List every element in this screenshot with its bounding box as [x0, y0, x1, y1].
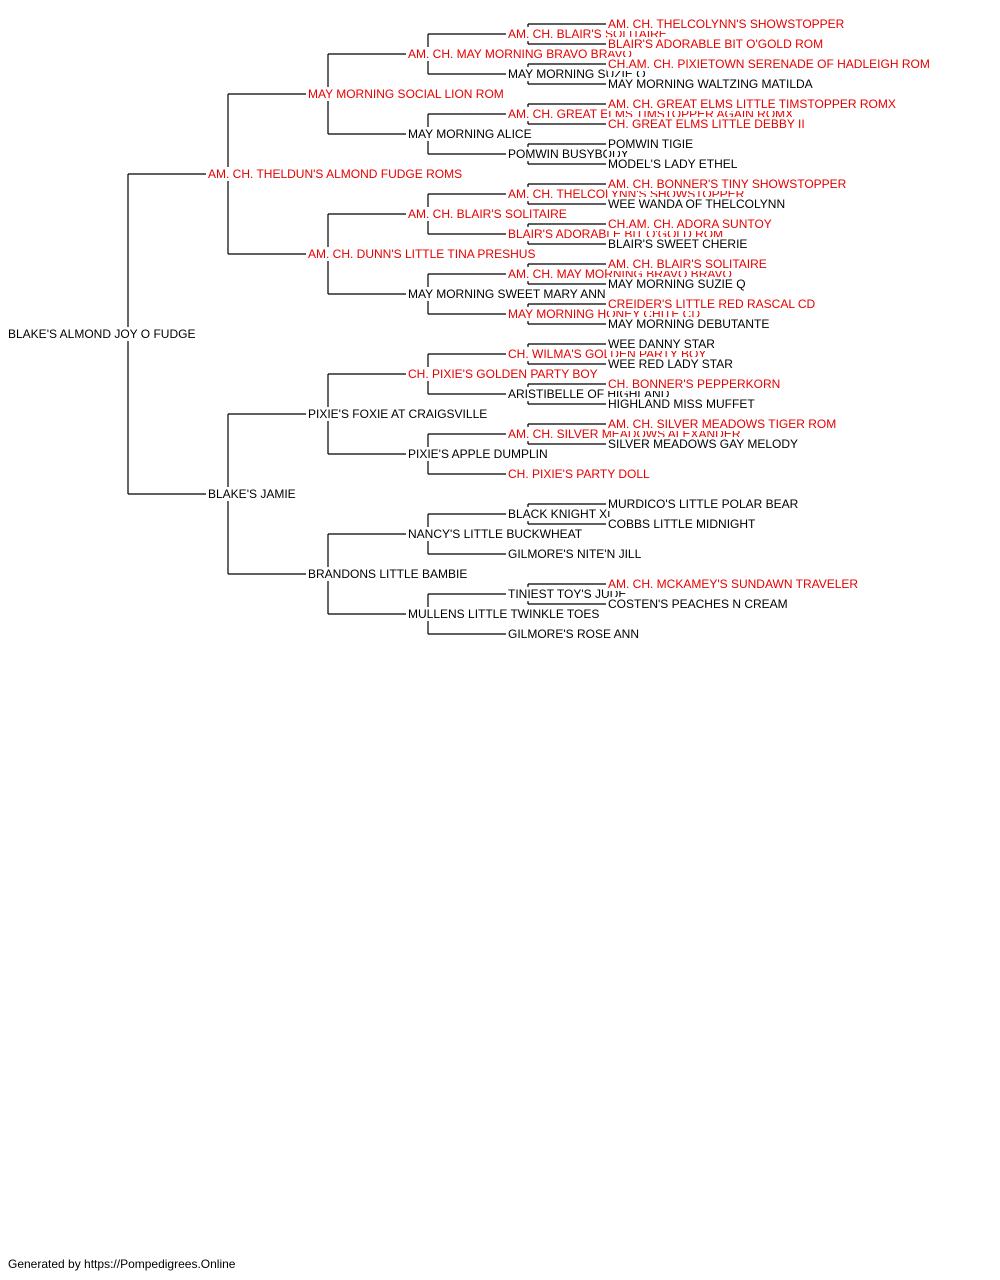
dog-name-gen5: WEE WANDA OF THELCOLYNN [607, 197, 787, 211]
dog-name-gen5: SILVER MEADOWS GAY MELODY [607, 437, 800, 451]
dog-name-gen5: CH.AM. CH. ADORA SUNTOY [607, 217, 773, 231]
dog-name-gen1: BLAKE'S JAMIE [207, 487, 297, 501]
dog-name-gen2: AM. CH. DUNN'S LITTLE TINA PRESHUS [307, 247, 537, 261]
dog-name-gen5: BLAIR'S ADORABLE BIT O'GOLD ROM [607, 37, 825, 51]
dog-name-gen5: WEE RED LADY STAR [607, 357, 734, 371]
dog-name-gen4: BLACK KNIGHT XI [507, 507, 612, 521]
dog-name-gen5: MODEL'S LADY ETHEL [607, 157, 739, 171]
dog-name-gen5: COSTEN'S PEACHES N CREAM [607, 597, 789, 611]
dog-name-gen1: AM. CH. THELDUN'S ALMOND FUDGE ROMS [207, 167, 464, 181]
dog-name-gen5: AM. CH. MCKAMEY'S SUNDAWN TRAVELER [607, 577, 860, 591]
dog-name-gen5: WEE DANNY STAR [607, 337, 716, 351]
dog-name-gen5: AM. CH. SILVER MEADOWS TIGER ROM [607, 417, 838, 431]
dog-name-gen3: PIXIE'S APPLE DUMPLIN [407, 447, 549, 461]
dog-name-gen4: CH. PIXIE'S PARTY DOLL [507, 467, 651, 481]
dog-name-gen2: BRANDONS LITTLE BAMBIE [307, 567, 469, 581]
dog-name-gen5: AM. CH. BLAIR'S SOLITAIRE [607, 257, 768, 271]
dog-name-gen5: CH. GREAT ELMS LITTLE DEBBY II [607, 117, 806, 131]
dog-name-gen3: NANCY'S LITTLE BUCKWHEAT [407, 527, 584, 541]
dog-name-gen5: MURDICO'S LITTLE POLAR BEAR [607, 497, 800, 511]
dog-name-gen2: MAY MORNING SOCIAL LION ROM [307, 87, 505, 101]
dog-name-gen5: AM. CH. BONNER'S TINY SHOWSTOPPER [607, 177, 848, 191]
dog-name-gen5: MAY MORNING WALTZING MATILDA [607, 77, 814, 91]
dog-name-gen3: MULLENS LITTLE TWINKLE TOES [407, 607, 601, 621]
dog-name-gen5: AM. CH. GREAT ELMS LITTLE TIMSTOPPER ROM… [607, 97, 897, 111]
dog-name-gen5: POMWIN TIGIE [607, 137, 695, 151]
dog-name-gen0: BLAKE'S ALMOND JOY O FUDGE [7, 327, 197, 341]
dog-name-gen4: POMWIN BUSYBODY [507, 147, 630, 161]
dog-name-gen3: CH. PIXIE'S GOLDEN PARTY BOY [407, 367, 599, 381]
dog-name-gen5: MAY MORNING DEBUTANTE [607, 317, 771, 331]
dog-name-gen5: BLAIR'S SWEET CHERIE [607, 237, 749, 251]
dog-name-gen4: GILMORE'S NITE'N JILL [507, 547, 643, 561]
dog-name-gen5: MAY MORNING SUZIE Q [607, 277, 747, 291]
dog-name-gen4: TINIEST TOY'S JUDE [507, 587, 628, 601]
dog-name-gen4: GILMORE'S ROSE ANN [507, 627, 640, 641]
dog-name-gen3: AM. CH. MAY MORNING BRAVO BRAVO [407, 47, 633, 61]
dog-name-gen5: AM. CH. THELCOLYNN'S SHOWSTOPPER [607, 17, 846, 31]
dog-name-gen5: CH. BONNER'S PEPPERKORN [607, 377, 782, 391]
footer-credit: Generated by https://Pompedigrees.Online [8, 1257, 236, 1271]
dog-name-gen5: COBBS LITTLE MIDNIGHT [607, 517, 757, 531]
dog-name-gen3: AM. CH. BLAIR'S SOLITAIRE [407, 207, 568, 221]
dog-name-gen3: MAY MORNING SWEET MARY ANN [407, 287, 607, 301]
dog-name-gen3: MAY MORNING ALICE [407, 127, 533, 141]
dog-name-gen5: HIGHLAND MISS MUFFET [607, 397, 756, 411]
dog-name-gen5: CREIDER'S LITTLE RED RASCAL CD [607, 297, 817, 311]
dog-name-gen2: PIXIE'S FOXIE AT CRAIGSVILLE [307, 407, 489, 421]
dog-name-gen5: CH.AM. CH. PIXIETOWN SERENADE OF HADLEIG… [607, 57, 931, 71]
